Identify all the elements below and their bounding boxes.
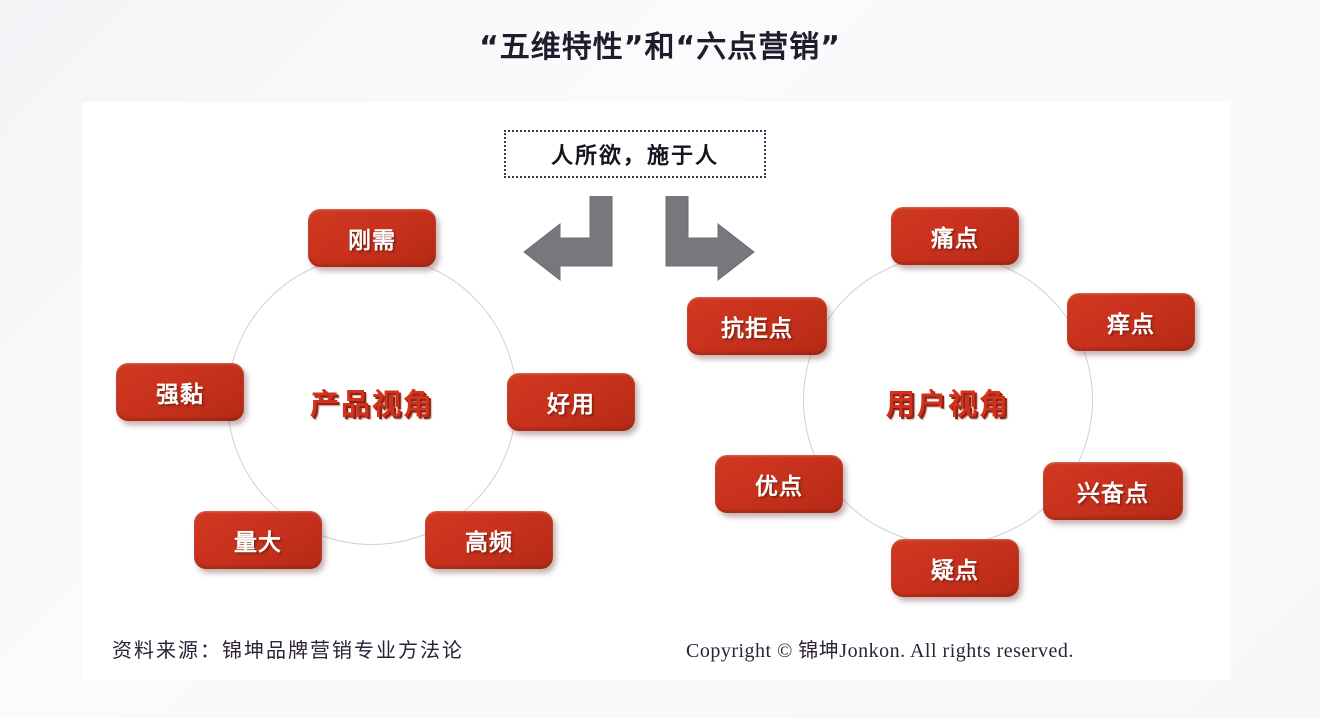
product-node-qiangnian[interactable]: 强黏 xyxy=(116,363,244,421)
copyright-note: Copyright © 锦坤Jonkon. All rights reserve… xyxy=(686,640,1074,662)
user-node-kangjudian[interactable]: 抗拒点 xyxy=(687,297,827,355)
node-label: 量大 xyxy=(234,530,282,556)
user-node-tongdian[interactable]: 痛点 xyxy=(891,207,1019,265)
node-label: 痒点 xyxy=(1107,312,1155,338)
node-label: 痛点 xyxy=(931,226,979,252)
elbow-arrow-right-icon xyxy=(662,195,758,287)
user-node-xingfendian[interactable]: 兴奋点 xyxy=(1043,462,1183,520)
user-cycle-center-label: 用户视角 xyxy=(885,387,1011,421)
product-node-gaopin[interactable]: 高频 xyxy=(425,511,553,569)
node-label: 兴奋点 xyxy=(1077,481,1149,507)
source-note: 资料来源：锦坤品牌营销专业方法论 xyxy=(112,640,464,662)
node-label: 抗拒点 xyxy=(721,316,793,342)
node-label: 高频 xyxy=(465,530,513,556)
user-node-yidian[interactable]: 疑点 xyxy=(891,539,1019,597)
node-label: 优点 xyxy=(755,474,803,500)
page-title: “五维特性”和“六点营销” xyxy=(479,30,841,65)
product-cycle-center-label: 产品视角 xyxy=(309,387,435,421)
elbow-arrow-left-icon xyxy=(520,195,616,287)
user-node-yangdian[interactable]: 痒点 xyxy=(1067,293,1195,351)
product-node-haoyong[interactable]: 好用 xyxy=(507,373,635,431)
node-label: 疑点 xyxy=(931,558,979,584)
center-statement-banner: 人所欲，施于人 xyxy=(504,130,766,178)
center-statement-text: 人所欲，施于人 xyxy=(550,144,719,169)
node-label: 刚需 xyxy=(348,228,396,254)
product-node-gangxu[interactable]: 刚需 xyxy=(308,209,436,267)
node-label: 强黏 xyxy=(156,382,204,408)
product-node-liangda[interactable]: 量大 xyxy=(194,511,322,569)
user-node-youdian[interactable]: 优点 xyxy=(715,455,843,513)
node-label: 好用 xyxy=(547,392,595,418)
